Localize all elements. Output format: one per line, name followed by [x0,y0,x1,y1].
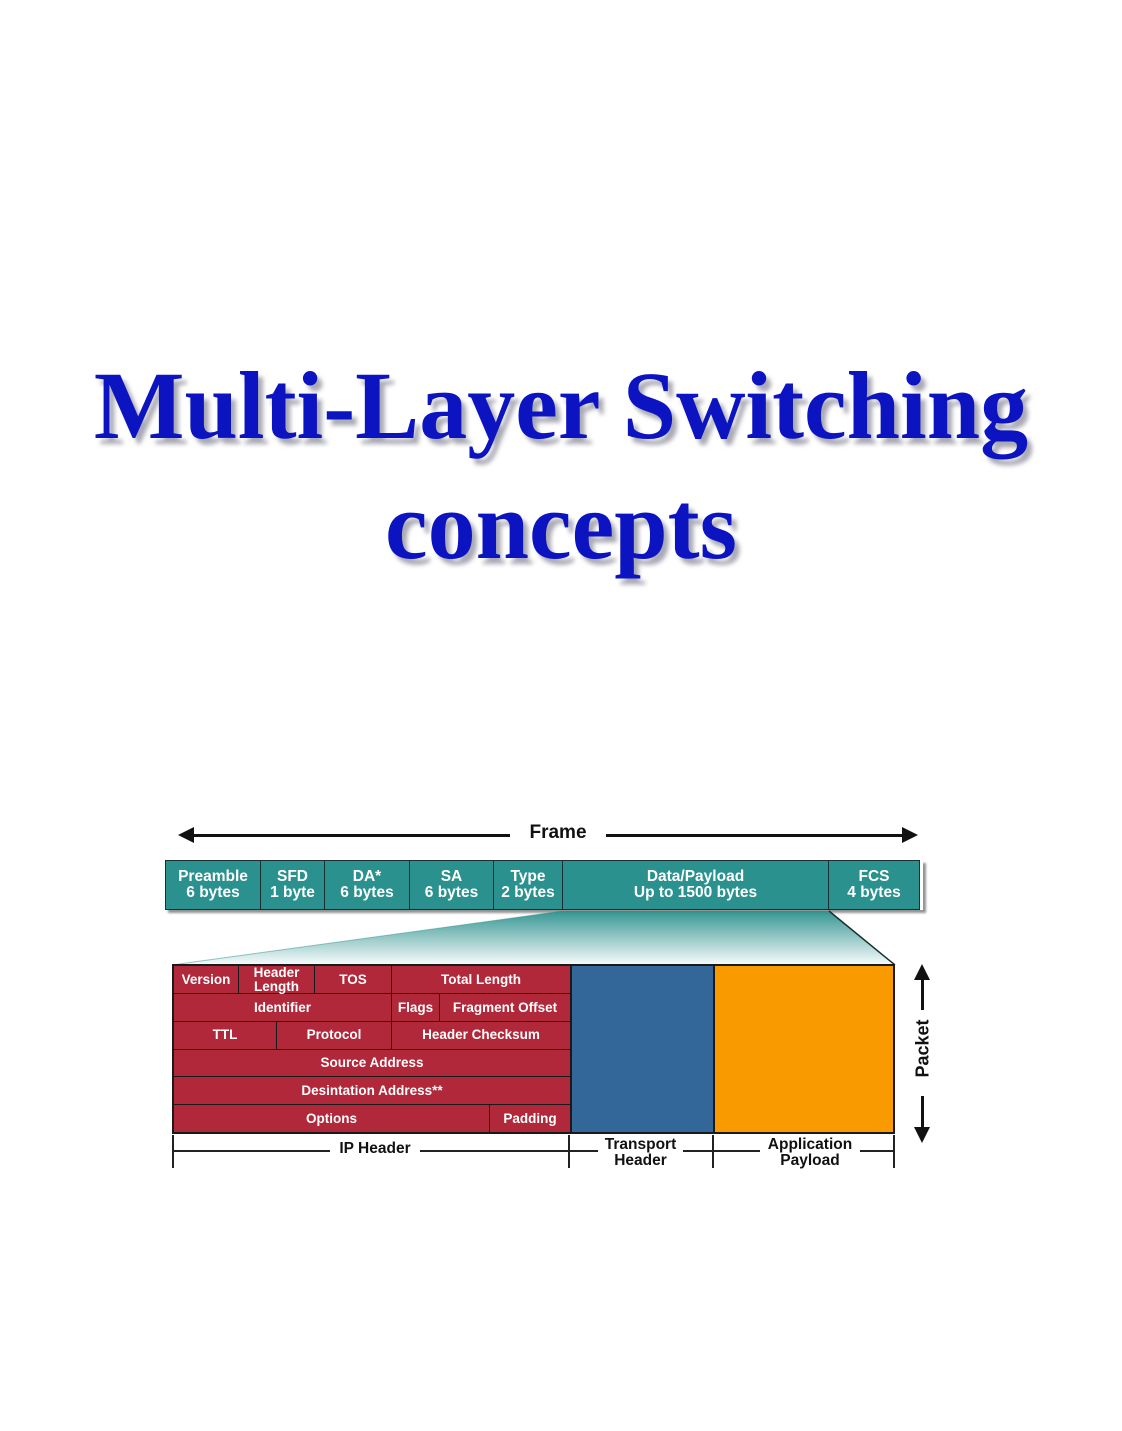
bracket-tick [893,1135,895,1168]
ip-field-header-checksum: Header Checksum [392,1021,572,1049]
field-size: 2 bytes [501,884,555,901]
page-title-line2: concepts [385,472,737,579]
field-name: Type [510,867,546,885]
ip-header-row: TTL Protocol Header Checksum [174,1021,572,1050]
ip-field-total-length: Total Length [392,966,572,993]
packet-arrow-line-bottom [921,1096,924,1128]
field-name: SA [440,867,463,885]
bracket-tick [172,1135,174,1168]
page-title-line1: Multi-Layer Switching [93,352,1029,459]
ip-header-row: Identifier Flags Fragment Offset [174,994,572,1022]
application-payload-block [715,966,893,1132]
frame-field-type: Type 2 bytes [493,860,563,910]
frame-field-preamble: Preamble 6 bytes [165,860,261,910]
field-size: 6 bytes [186,884,240,901]
packet-label: Packet [912,1019,933,1078]
transport-header-label: Transport Header [598,1137,683,1168]
application-payload-label: Application Payload [760,1137,860,1168]
application-payload-label-line2: Payload [780,1151,840,1169]
ip-field-source-address: Source Address [174,1049,572,1077]
field-name: DA* [352,867,382,885]
frame-label: Frame [529,822,587,843]
arrow-down-icon [914,1127,930,1143]
field-size: 4 bytes [847,884,901,901]
frame-field-data-payload: Data/Payload Up to 1500 bytes [561,860,830,910]
ip-field-header-length-line1: Header [253,965,300,980]
frame-field-fcs: FCS 4 bytes [828,860,920,910]
frame-arrow-line-left [192,834,510,837]
ip-field-destination-address: Desintation Address** [174,1077,572,1105]
ip-header-grid: Version Header Length TOS Total Length I… [174,966,572,1132]
field-size: 1 byte [270,884,315,901]
ip-field-header-length: Header Length [239,966,315,993]
bracket-tick [712,1135,714,1168]
ip-header-row: Source Address [174,1049,572,1078]
ip-field-padding: Padding [490,1105,572,1132]
transport-header-label-line2: Header [614,1151,667,1169]
transport-header-block [572,966,715,1132]
ip-field-fragment-offset: Fragment Offset [440,994,572,1021]
field-size: Up to 1500 bytes [633,884,758,901]
arrow-right-icon [902,827,918,843]
ip-field-ttl: TTL [174,1021,277,1049]
field-size: 6 bytes [340,884,394,901]
ip-field-header-length-line2: Length [254,978,299,994]
ip-field-flags: Flags [392,994,440,1021]
ip-header-row: Options Padding [174,1105,572,1132]
ip-field-protocol: Protocol [277,1021,392,1049]
field-size: 6 bytes [424,884,479,901]
frame-field-sa: SA 6 bytes [408,860,495,910]
application-payload-label-line1: Application [767,1136,853,1153]
ip-field-options: Options [174,1105,490,1132]
arrow-left-icon [178,827,194,843]
ip-packet: Version Header Length TOS Total Length I… [172,964,895,1134]
packet-arrow-line-top [921,978,924,1010]
field-name: Data/Payload [646,867,745,885]
field-name: FCS [858,867,890,885]
ip-header-row: Desintation Address** [174,1077,572,1106]
ip-field-tos: TOS [315,966,392,993]
arrow-up-icon [914,964,930,980]
ethernet-frame: Preamble 6 bytes SFD 1 byte DA* 6 bytes … [165,860,923,910]
field-name: SFD [277,867,308,885]
field-name: Preamble [178,867,248,885]
transport-header-label-line1: Transport [604,1136,677,1153]
ip-header-row: Version Header Length TOS Total Length [174,966,572,994]
ip-header-label: IP Header [330,1141,420,1157]
ip-field-identifier: Identifier [174,994,392,1021]
ip-field-version: Version [174,966,239,993]
frame-arrow-line-right [606,834,904,837]
bracket-tick [568,1135,570,1168]
